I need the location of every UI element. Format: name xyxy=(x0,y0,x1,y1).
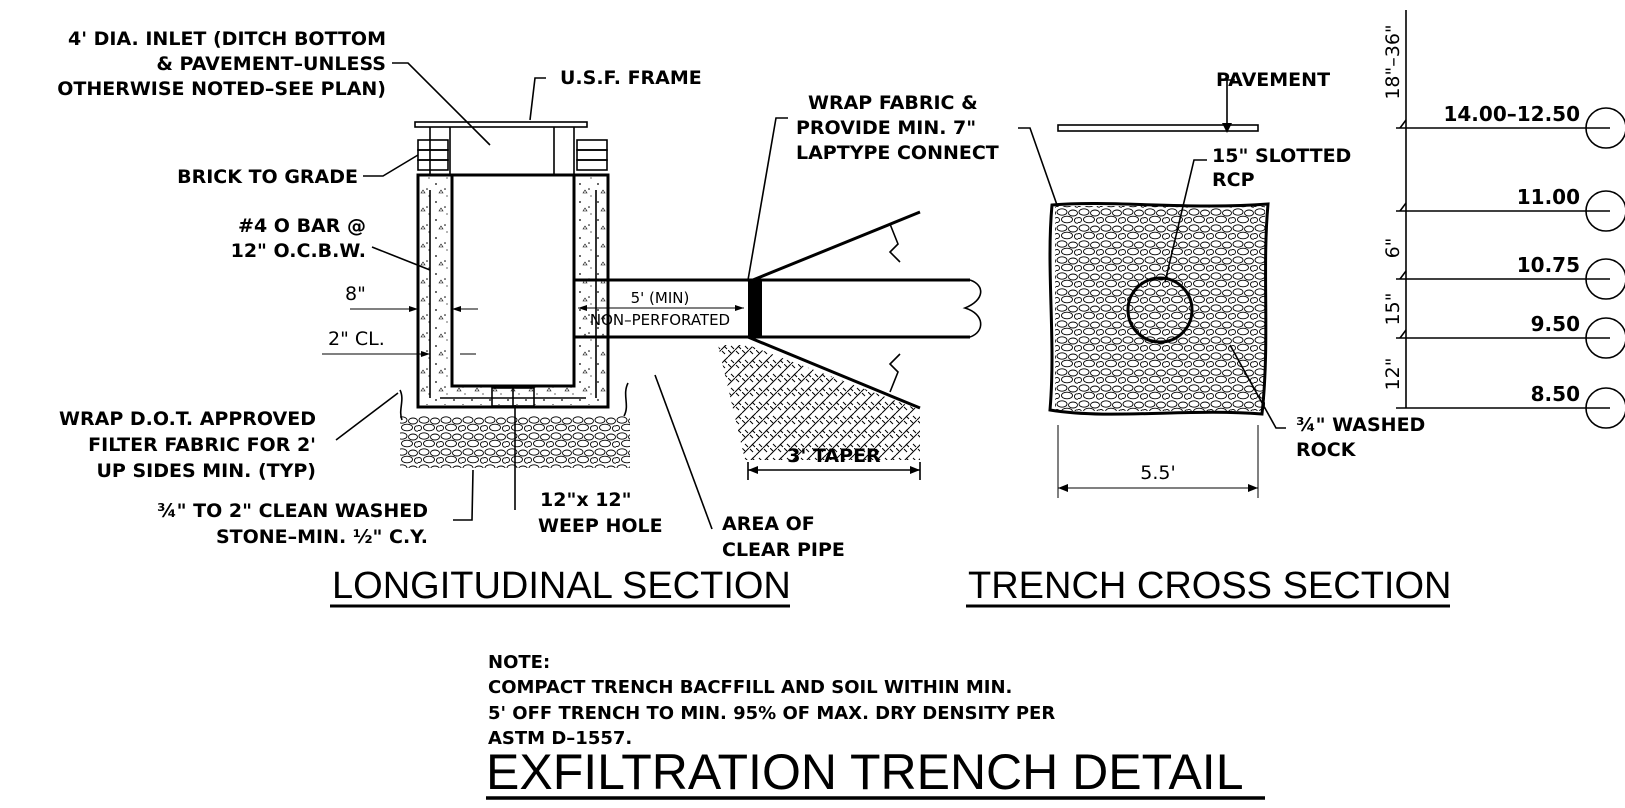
wrap-dot-line-1: WRAP D.O.T. APPROVED xyxy=(59,408,316,430)
brick-label: BRICK TO GRADE xyxy=(177,166,358,188)
stone-label-line-2: STONE–MIN. ½" C.Y. xyxy=(216,526,428,548)
elev-3: 10.75 xyxy=(1517,253,1580,277)
dim-vert-4: 12" xyxy=(1382,358,1404,391)
brick-courses xyxy=(417,139,608,171)
usf-frame-plate xyxy=(414,121,588,128)
longitudinal-title: LONGITUDINAL SECTION xyxy=(332,565,791,607)
note-line-2: 5' OFF TRENCH TO MIN. 95% OF MAX. DRY DE… xyxy=(488,703,1055,724)
dim-vert-2: 6" xyxy=(1382,238,1404,259)
dim-vert-1: 18"–36" xyxy=(1382,24,1404,99)
slotted-label-line-2: RCP xyxy=(1212,169,1255,191)
elev-5: 8.50 xyxy=(1531,382,1580,406)
cross-title: TRENCH CROSS SECTION xyxy=(968,565,1451,607)
bar-label-line-2: 12" O.C.B.W. xyxy=(231,240,366,262)
weep-label-line-1: 12"x 12" xyxy=(540,489,632,511)
native-soil-hatch xyxy=(718,345,920,460)
weep-label-line-2: WEEP HOLE xyxy=(538,515,663,537)
wrap-fabric-line-1: WRAP FABRIC & xyxy=(808,92,978,114)
pipe-min-label: 5' (MIN) xyxy=(631,289,690,307)
bar-label-line-1: #4 O BAR @ xyxy=(238,215,366,237)
elevation-staff xyxy=(1396,10,1625,429)
dim-2cl-label: 2" CL. xyxy=(328,328,385,350)
dim-vert-3: 15" xyxy=(1382,293,1404,326)
pipe xyxy=(574,278,982,339)
clear-pipe-line-1: AREA OF xyxy=(722,513,815,535)
dim-8-label: 8" xyxy=(345,283,366,305)
wrap-fabric-line-2: PROVIDE MIN. 7" xyxy=(796,117,976,139)
washed-rock-fill xyxy=(1055,206,1265,411)
trench-cross-section xyxy=(1018,79,1286,498)
rock-label-line-1: ¾" WASHED xyxy=(1296,414,1425,436)
slotted-label-line-1: 15" SLOTTED xyxy=(1212,145,1351,167)
note-line-1: COMPACT TRENCH BACFFILL AND SOIL WITHIN … xyxy=(488,677,1012,698)
clear-pipe-line-2: CLEAR PIPE xyxy=(722,539,845,561)
inlet-label-line-3: OTHERWISE NOTED–SEE PLAN) xyxy=(57,78,386,100)
note-heading: NOTE: xyxy=(488,652,550,673)
wrap-fabric-line-3: LAPTYPE CONNECT xyxy=(796,142,999,164)
longitudinal-section xyxy=(322,121,982,480)
pavement-slab xyxy=(1057,124,1259,132)
usf-frame-label: U.S.F. FRAME xyxy=(560,67,702,89)
slotted-rcp-pipe xyxy=(1126,276,1194,344)
wrap-dot-line-2: FILTER FABRIC FOR 2' xyxy=(88,434,316,456)
inlet-label-line-2: & PAVEMENT–UNLESS xyxy=(156,53,386,75)
detail-title: EXFILTRATION TRENCH DETAIL xyxy=(486,744,1244,800)
taper-label: 3' TAPER xyxy=(787,445,881,467)
note-line-3: ASTM D–1557. xyxy=(488,728,632,749)
leaders-longitudinal xyxy=(335,62,788,530)
rock-label-line-2: ROCK xyxy=(1296,439,1357,461)
elev-1: 14.00–12.50 xyxy=(1443,102,1580,126)
stone-label-line-1: ¾" TO 2" CLEAN WASHED xyxy=(157,500,428,522)
elev-2: 11.00 xyxy=(1517,185,1580,209)
wrap-dot-line-3: UP SIDES MIN. (TYP) xyxy=(97,460,317,482)
inlet-label-line-1: 4' DIA. INLET (DITCH BOTTOM xyxy=(68,28,386,50)
pavement-label: PAVEMENT xyxy=(1216,69,1330,91)
pipe-nonperf-label: NON–PERFORATED xyxy=(590,311,730,329)
elev-4: 9.50 xyxy=(1531,312,1580,336)
width-label: 5.5' xyxy=(1140,462,1175,484)
inlet-label: 4' DIA. INLET (DITCH BOTTOM & PAVEMENT–U… xyxy=(57,28,386,100)
taper-lines xyxy=(747,210,921,410)
